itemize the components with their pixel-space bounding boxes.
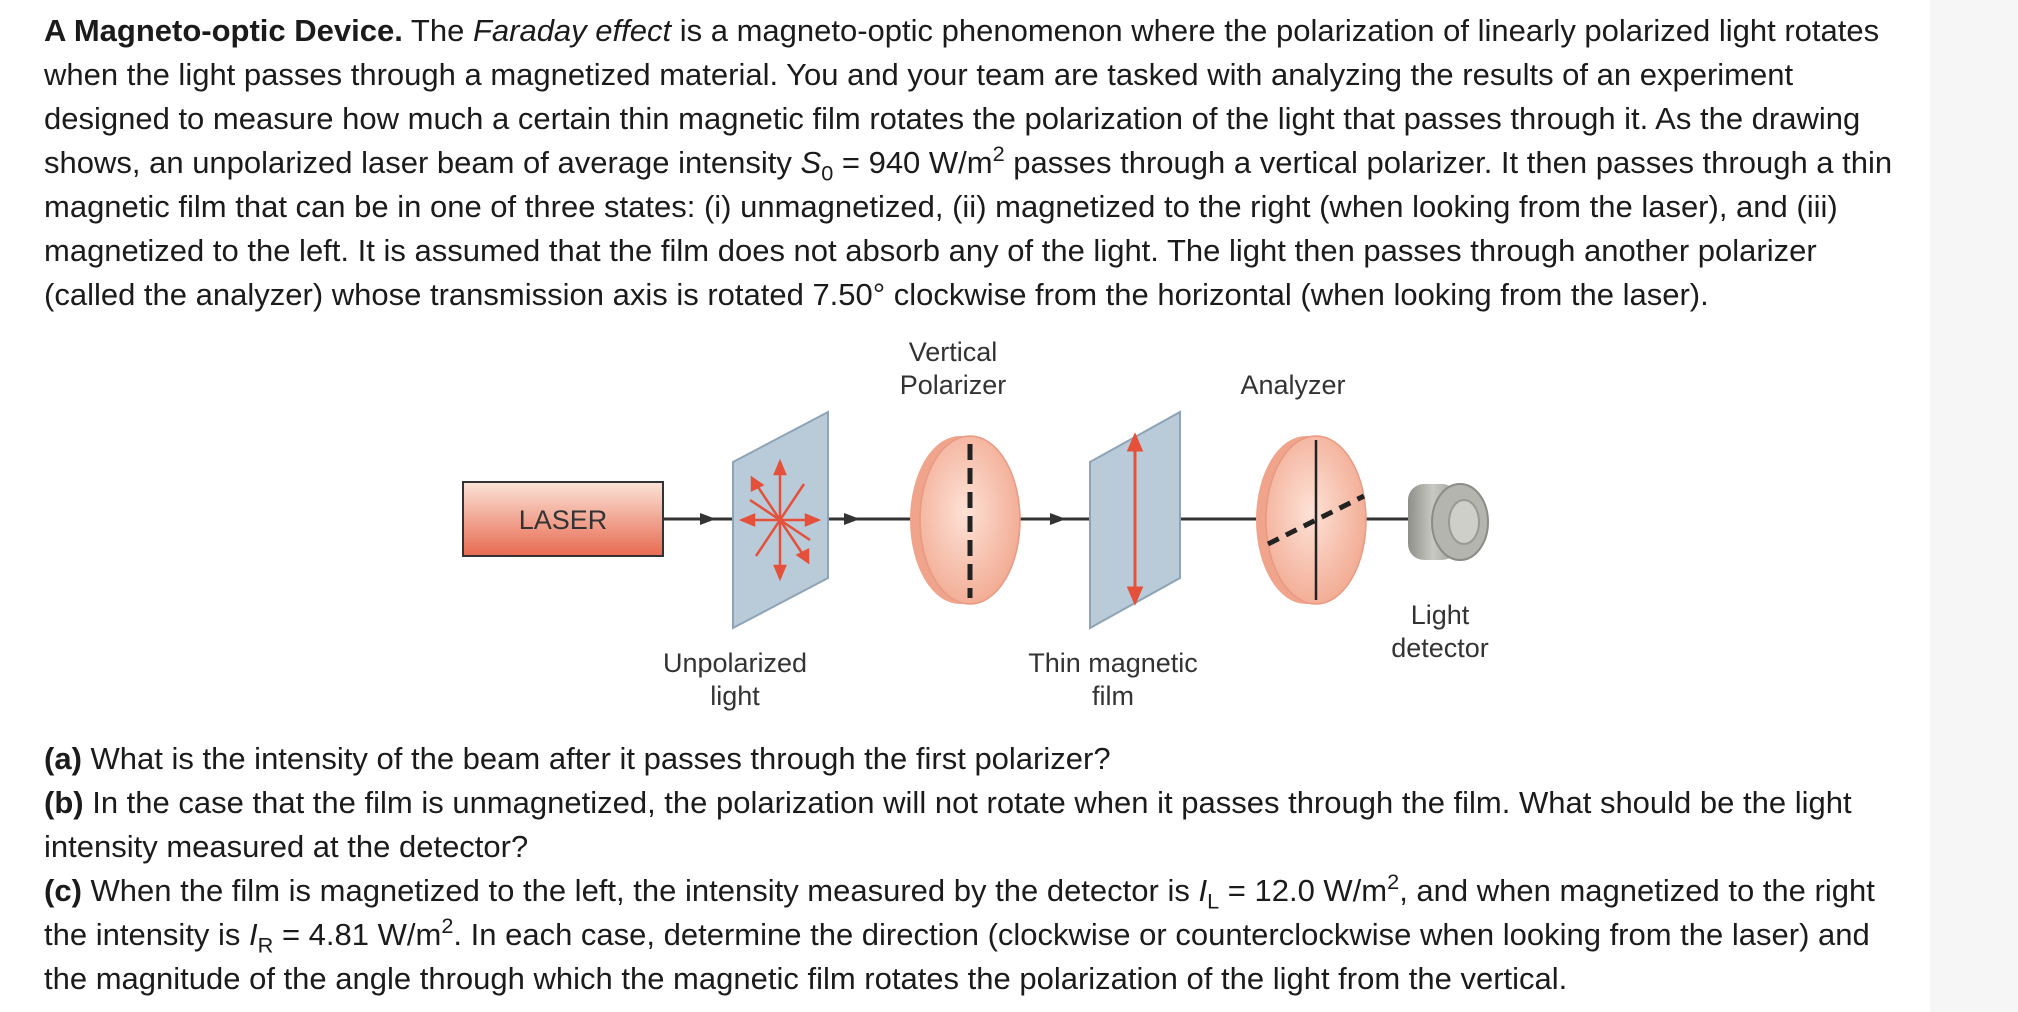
part-a-text: What is the intensity of the beam after … [81, 741, 1111, 776]
laser-box [462, 481, 664, 557]
intensity-right-subscript: R [257, 932, 274, 958]
detector-lens [1448, 499, 1480, 545]
part-c-exponent-1: 2 [1387, 869, 1400, 895]
part-c-label: (c) [44, 873, 82, 908]
question-parts: (a) What is the intensity of the beam af… [44, 737, 1906, 1001]
intro-text-4: passes through a vertical polarizer. It … [44, 145, 1893, 312]
unpolarized-arrows-icon [738, 458, 822, 582]
intro-text-3: = 940 W/m [833, 145, 993, 180]
experiment-diagram: LASER [462, 337, 1489, 711]
part-a-label: (a) [44, 741, 82, 776]
analyzer-label: Analyzer [1240, 370, 1345, 400]
part-c-text-1: When the film is magnetized to the left,… [81, 873, 1199, 908]
unpolarized-light-label-line2: light [710, 681, 760, 711]
film-polarization-arrow [1126, 432, 1144, 606]
beam-arrow-1 [700, 513, 716, 525]
right-gutter [1930, 0, 2018, 1012]
intensity-symbol: S [800, 145, 822, 180]
intensity-subscript: 0 [821, 160, 834, 186]
intro-text-2: is a magneto-optic phenomenon where the … [44, 13, 1880, 180]
problem-page: A Magneto-optic Device. The Faraday effe… [44, 9, 1906, 1001]
intensity-left-subscript: L [1207, 888, 1220, 914]
part-b-text: In the case that the film is unmagnetize… [44, 785, 1852, 864]
beam-arrow-3 [1050, 513, 1066, 525]
problem-title: A Magneto-optic Device. [44, 13, 403, 48]
faraday-effect-term: Faraday effect [472, 13, 672, 48]
part-c-text-4: = 4.81 W/m [273, 917, 442, 952]
laser-label: LASER [519, 505, 608, 535]
part-c-text-5: . In each case, determine the direction … [44, 917, 1870, 996]
analyzer-transmission-axis [1266, 493, 1366, 547]
problem-intro: A Magneto-optic Device. The Faraday effe… [44, 9, 1906, 317]
intro-exponent: 2 [992, 141, 1005, 167]
light-detector-label-line1: Light [1411, 600, 1470, 630]
intro-text-1: The [402, 13, 473, 48]
part-c-text-2: = 12.0 W/m [1219, 873, 1388, 908]
intensity-left-symbol: I [1198, 873, 1208, 908]
thin-film-label-line2: film [1092, 681, 1134, 711]
part-c: (c) When the film is magnetized to the l… [44, 869, 1906, 1001]
intensity-right-symbol: I [249, 917, 258, 952]
unpolarized-light-label-line1: Unpolarized [663, 648, 807, 678]
part-b: (b) In the case that the film is unmagne… [44, 781, 1906, 869]
light-detector-label-line2: detector [1391, 633, 1489, 663]
thin-film-label-line1: Thin magnetic [1028, 648, 1198, 678]
part-c-exponent-2: 2 [441, 913, 454, 939]
vertical-polarizer-label-line2: Polarizer [900, 370, 1007, 400]
vertical-polarizer-label-line1: Vertical [909, 337, 998, 367]
part-a: (a) What is the intensity of the beam af… [44, 737, 1906, 781]
part-b-label: (b) [44, 785, 84, 820]
part-c-text-3: , and when magnetized to the right the i… [44, 873, 1875, 952]
beam-arrow-2 [844, 513, 860, 525]
